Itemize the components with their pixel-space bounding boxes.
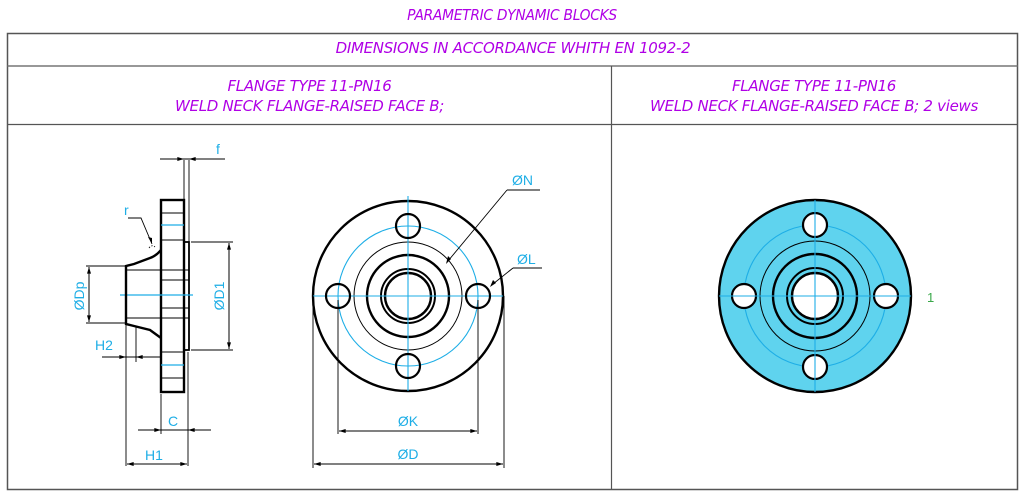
dim-label-n: ØN (512, 172, 533, 188)
dim-label-h1: H1 (145, 447, 163, 463)
hub-outline (124, 249, 162, 339)
dim-label-r: r (124, 202, 129, 218)
raised-face-outline (183, 241, 190, 351)
left-panel-header: FLANGE TYPE 11-PN16 WELD NECK FLANGE-RAI… (8, 76, 611, 116)
side-view: f r ØDp ØD1 H2 C H1 (71, 141, 233, 466)
dim-label-c: C (168, 413, 178, 429)
dim-label-d1: ØD1 (211, 281, 227, 310)
subtitle-text: DIMENSIONS IN ACCORDANCE WHITH EN 1092-2 (335, 39, 691, 57)
front-center-lines (313, 196, 503, 391)
left-panel-title-line2: WELD NECK FLANGE-RAISED FACE B; (175, 97, 444, 115)
dim-label-l: ØL (517, 251, 536, 267)
side-center-lines (120, 224, 193, 366)
dim-label-h2: H2 (95, 337, 113, 353)
right-panel-title-line1: FLANGE TYPE 11-PN16 (731, 77, 897, 95)
left-panel-title-line1: FLANGE TYPE 11-PN16 (227, 77, 392, 95)
dim-label-f: f (216, 141, 220, 157)
visibility-state-label: 1 (927, 290, 934, 305)
table-frame (6, 32, 1019, 491)
right-panel-header: FLANGE TYPE 11-PN16 WELD NECK FLANGE-RAI… (611, 76, 1017, 116)
dynamic-block-view[interactable]: 1 (717, 198, 934, 394)
front-view: ØN ØL ØK ØD (311, 172, 542, 468)
dim-label-d: ØD (398, 446, 419, 462)
right-panel-title-line2: WELD NECK FLANGE-RAISED FACE B; 2 views (650, 97, 978, 115)
sheet-title: PARAMETRIC DYNAMIC BLOCKS (407, 6, 617, 24)
flange-body-outline (159, 198, 186, 394)
dim-label-dp: ØDp (71, 281, 87, 310)
dim-label-k: ØK (398, 413, 419, 429)
subtitle: DIMENSIONS IN ACCORDANCE WHITH EN 1092-2 (8, 38, 1018, 58)
